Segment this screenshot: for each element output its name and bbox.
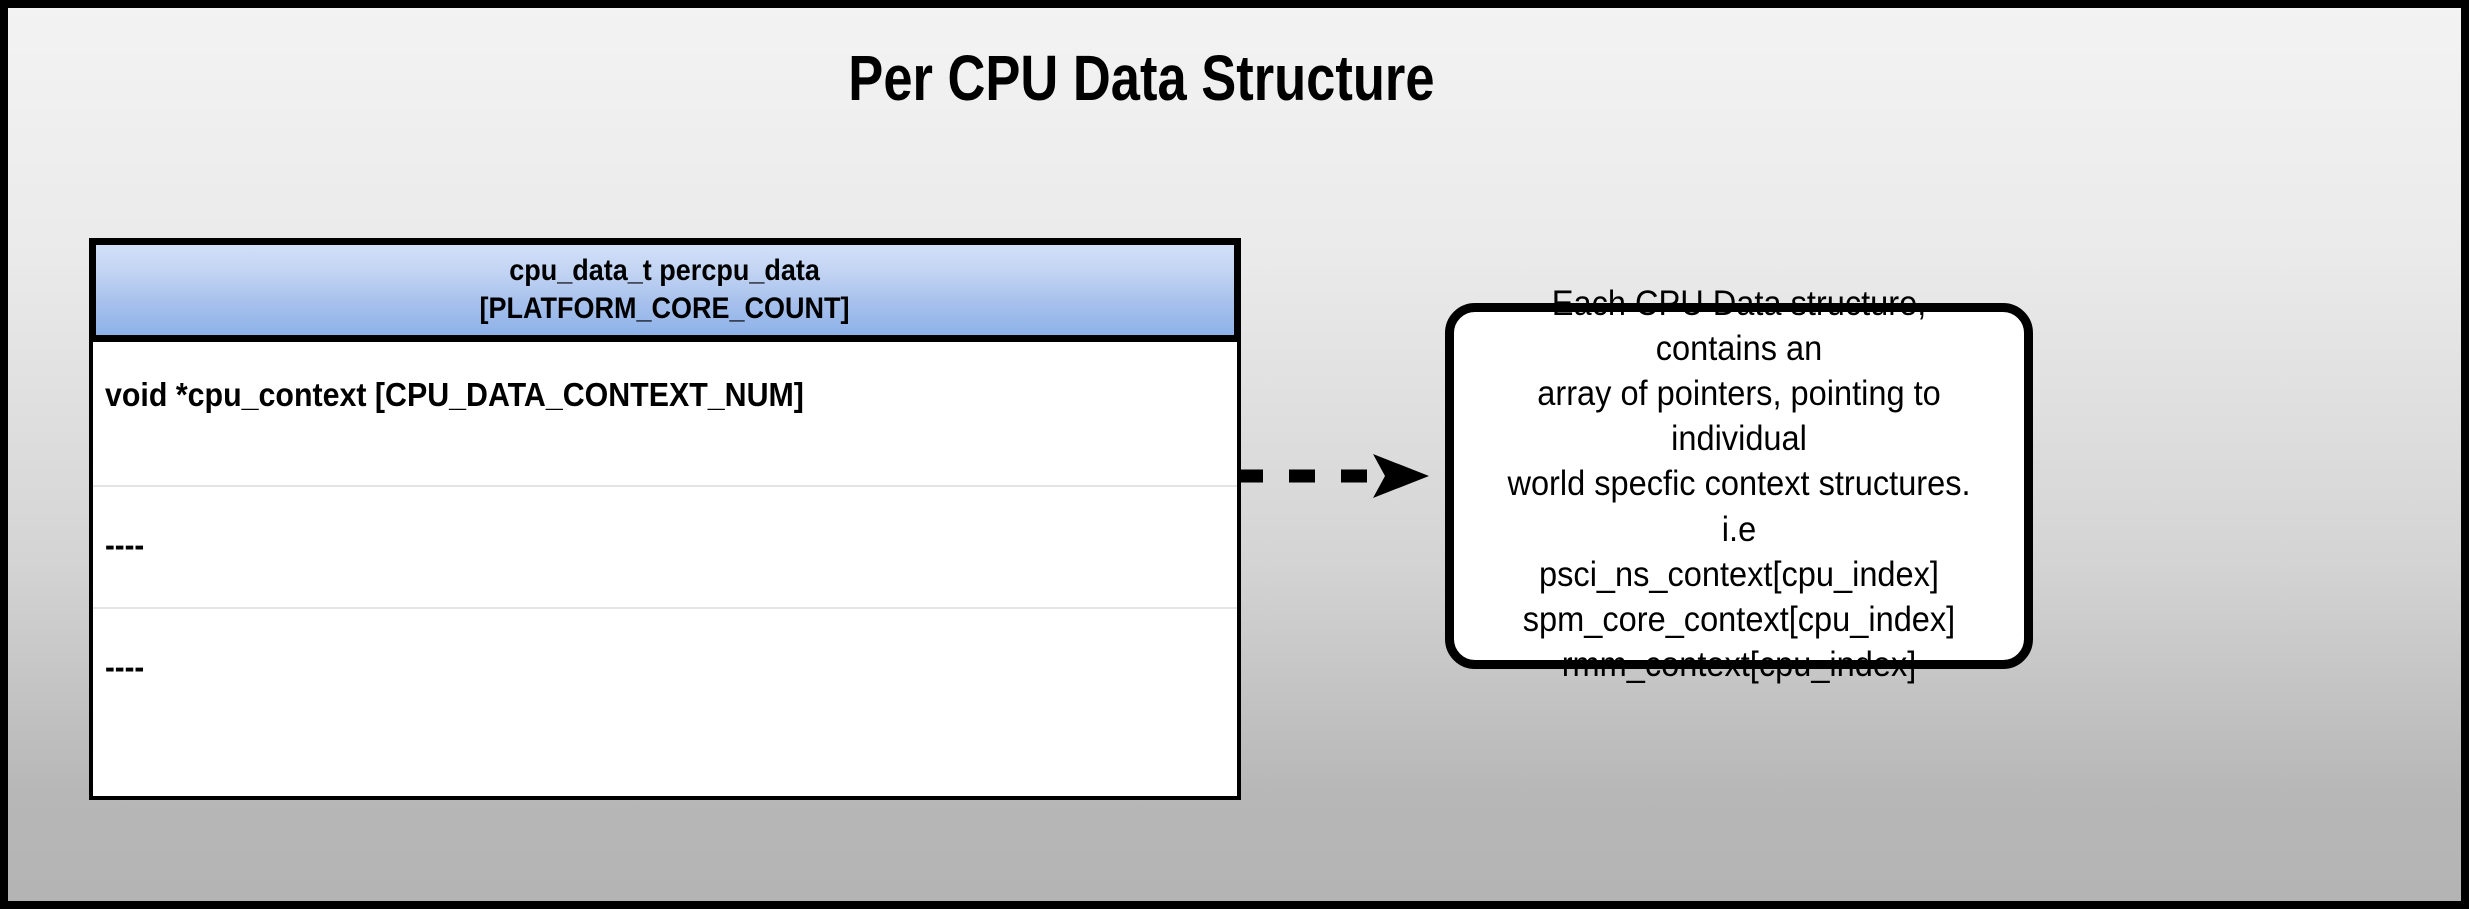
table-row: ---- (93, 609, 1237, 796)
struct-field-placeholder-2: ---- (105, 649, 145, 685)
struct-field-placeholder-1: ---- (105, 527, 145, 563)
dashed-arrow-icon (1237, 454, 1429, 498)
struct-header-line-2: [PLATFORM_CORE_COUNT] (480, 292, 850, 325)
callout-text: Each CPU Data structure, contains an arr… (1507, 283, 1971, 684)
callout-box: Each CPU Data structure, contains an arr… (1445, 284, 2033, 684)
table-row: ---- (93, 487, 1237, 609)
struct-table-body: void *cpu_context [CPU_DATA_CONTEXT_NUM]… (89, 342, 1241, 800)
table-row: void *cpu_context [CPU_DATA_CONTEXT_NUM] (93, 342, 1237, 487)
diagram-canvas: Per CPU Data Structure cpu_data_t percpu… (8, 8, 2461, 901)
struct-header-line-1: cpu_data_t percpu_data (509, 253, 821, 287)
struct-field-cpu-context: void *cpu_context [CPU_DATA_CONTEXT_NUM] (105, 376, 804, 413)
per-cpu-data-struct-table: cpu_data_t percpu_data [PLATFORM_CORE_CO… (89, 238, 1241, 800)
page-title: Per CPU Data Structure (848, 42, 1435, 114)
struct-table-header: cpu_data_t percpu_data [PLATFORM_CORE_CO… (89, 238, 1241, 342)
